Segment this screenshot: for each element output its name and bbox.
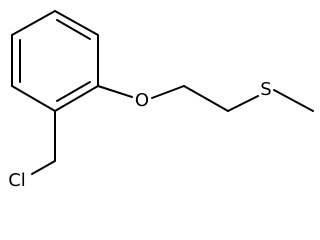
- ring-bond: [54, 85, 99, 112]
- ether-bond-ring-oxygen: [97, 85, 133, 98]
- ring-double-bond-inner: [56, 81, 91, 102]
- oxygen-atom-label: O: [135, 90, 149, 111]
- chloromethyl-bond-carbon-chlorine: [31, 160, 56, 175]
- ring-bond: [54, 10, 99, 36]
- ring-double-bond-inner: [56, 19, 91, 40]
- thioether-bond-carbon-sulfur: [227, 95, 259, 112]
- ring-bond: [11, 85, 56, 112]
- chlorine-atom-label: Cl: [8, 170, 26, 191]
- chemical-structure-diagram: O S Cl: [8, 10, 314, 191]
- ring-bond: [11, 10, 56, 36]
- sulfur-atom-label: S: [260, 79, 271, 100]
- ether-bond-oxygen-carbon: [151, 85, 185, 99]
- thioether-bond-sulfur-methyl: [273, 89, 314, 112]
- ethyl-bond: [183, 85, 229, 112]
